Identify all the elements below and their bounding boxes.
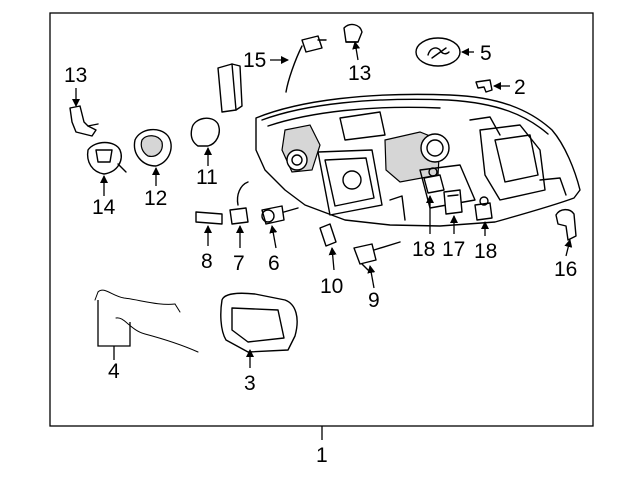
callout-labels: 1 2 3 4 5 6 7 8 9 10 11 12 13 13 14 15 1…	[64, 42, 577, 467]
part-14-socket	[86, 141, 127, 175]
headlamp-housing	[255, 93, 581, 227]
callout-18-left: 18	[412, 238, 435, 261]
part-13-bulb-top	[343, 23, 363, 43]
callout-2: 2	[514, 76, 526, 99]
callout-7: 7	[233, 252, 245, 275]
part-bracket-vertical	[217, 63, 243, 113]
part-3-bezel	[220, 292, 298, 353]
part-6-actuator	[261, 205, 299, 225]
part-18-connector-right	[474, 196, 493, 221]
part-11-bulb	[190, 117, 220, 147]
callout-3: 3	[244, 372, 256, 395]
part-15-wire	[285, 35, 327, 93]
callout-16: 16	[554, 258, 577, 281]
part-5-cap	[415, 37, 461, 67]
part-17-bracket	[443, 189, 463, 215]
callout-12: 12	[144, 187, 167, 210]
callout-8: 8	[201, 250, 213, 273]
diagram-frame	[49, 12, 594, 427]
callout-11: 11	[196, 166, 218, 189]
callout-13-top: 13	[348, 62, 371, 85]
callout-15: 15	[243, 49, 266, 72]
leader-lines	[72, 41, 573, 440]
callout-18-right: 18	[474, 240, 497, 263]
part-16-bracket	[555, 208, 577, 241]
callout-10: 10	[320, 275, 343, 298]
callout-5: 5	[480, 42, 492, 65]
part-7-connector	[229, 181, 249, 225]
part-4-wiring-harness	[94, 289, 199, 353]
callout-14: 14	[92, 196, 116, 219]
callout-6: 6	[268, 252, 280, 275]
callout-9: 9	[368, 289, 380, 312]
callout-17: 17	[442, 238, 465, 261]
part-18-connector-left	[423, 167, 445, 194]
part-9-bulb	[353, 241, 401, 271]
part-10-bulb	[319, 223, 337, 247]
callout-4: 4	[108, 360, 120, 383]
part-13-bulb-left	[69, 105, 99, 137]
part-2-clip	[475, 79, 493, 93]
callout-13-left: 13	[64, 64, 87, 87]
part-12-socket	[133, 129, 172, 167]
callout-1: 1	[316, 444, 328, 467]
part-8-strap	[195, 211, 223, 225]
